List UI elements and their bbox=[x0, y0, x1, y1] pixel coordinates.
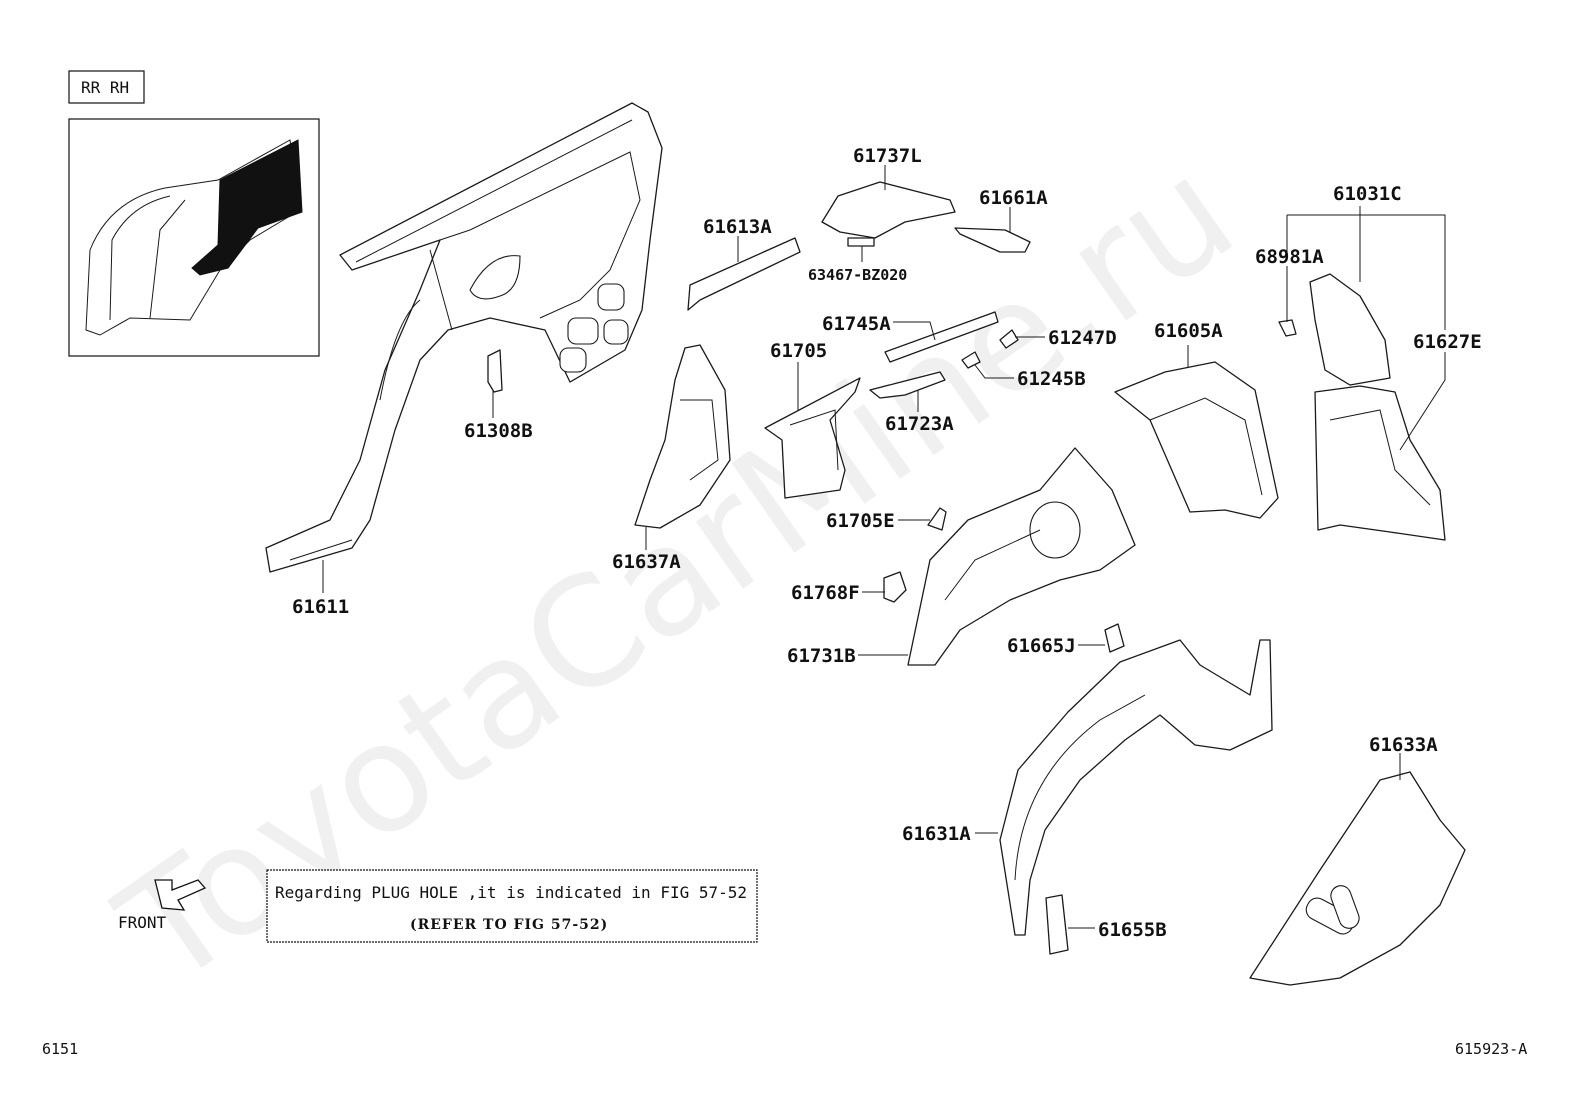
label-61308B: 61308B bbox=[464, 420, 533, 442]
part-61731B-drawing bbox=[907, 447, 1136, 666]
label-61611: 61611 bbox=[292, 596, 349, 618]
plug-hole-note: Regarding PLUG HOLE ,it is indicated in … bbox=[266, 869, 758, 943]
label-61705E: 61705E bbox=[826, 510, 895, 532]
part-61247D-drawing bbox=[999, 329, 1019, 349]
part-61245B-drawing bbox=[961, 351, 981, 369]
locator-inset bbox=[68, 118, 320, 357]
label-61031C: 61031C bbox=[1333, 183, 1402, 205]
front-label: FRONT bbox=[118, 913, 167, 932]
label-61613A: 61613A bbox=[703, 216, 772, 238]
label-63467-BZ020: 63467-BZ020 bbox=[808, 266, 907, 284]
label-61745A: 61745A bbox=[822, 313, 891, 335]
label-61247D: 61247D bbox=[1048, 327, 1117, 349]
part-61655B-drawing bbox=[1045, 894, 1069, 955]
part-61737L-drawing bbox=[821, 181, 956, 239]
part-61611-drawing bbox=[265, 102, 663, 573]
label-68981A: 68981A bbox=[1255, 246, 1324, 268]
part-61633A-drawing bbox=[1249, 771, 1466, 986]
front-arrow: FRONT bbox=[118, 879, 207, 932]
label-61633A: 61633A bbox=[1369, 734, 1438, 756]
part-61665J-drawing bbox=[1104, 623, 1125, 653]
variant-box-text: RR RH bbox=[81, 78, 129, 97]
label-61705: 61705 bbox=[770, 340, 827, 362]
label-61731B: 61731B bbox=[787, 645, 856, 667]
part-61705E-drawing bbox=[927, 507, 947, 531]
part-61031C-drawing bbox=[1309, 273, 1446, 541]
label-61637A: 61637A bbox=[612, 551, 681, 573]
part-68981A-drawing bbox=[1278, 319, 1297, 337]
label-61605A: 61605A bbox=[1154, 320, 1223, 342]
note-line-2: (REFER TO FIG 57-52) bbox=[410, 917, 608, 933]
part-61661A-drawing bbox=[954, 227, 1031, 253]
figure-code: 615923-A bbox=[1455, 1040, 1527, 1058]
leader-lines bbox=[322, 165, 1446, 929]
part-61705-drawing bbox=[764, 377, 861, 499]
part-61637A-drawing bbox=[634, 344, 731, 529]
part-61745A-drawing bbox=[884, 311, 999, 363]
part-61723A-drawing bbox=[869, 371, 946, 399]
label-61245B: 61245B bbox=[1017, 368, 1086, 390]
part-63467-BZ020-drawing bbox=[847, 237, 875, 247]
part-61613A-drawing bbox=[687, 237, 801, 311]
part-61308B-drawing bbox=[487, 349, 503, 393]
note-line-1: Regarding PLUG HOLE ,it is indicated in … bbox=[275, 883, 747, 902]
part-labels: 61611 61308B 61613A 61637A 61737L 63467-… bbox=[292, 145, 1482, 941]
part-61631A-drawing bbox=[999, 639, 1273, 936]
label-61655B: 61655B bbox=[1098, 919, 1167, 941]
page-code: 6151 bbox=[42, 1040, 78, 1058]
label-61665J: 61665J bbox=[1007, 635, 1076, 657]
part-61768F-drawing bbox=[883, 571, 907, 603]
label-61631A: 61631A bbox=[902, 823, 971, 845]
label-61737L: 61737L bbox=[853, 145, 922, 167]
label-61768F: 61768F bbox=[791, 582, 860, 604]
label-61723A: 61723A bbox=[885, 413, 954, 435]
label-61661A: 61661A bbox=[979, 187, 1048, 209]
part-61605A-drawing bbox=[1114, 361, 1279, 519]
variant-box: RR RH bbox=[68, 70, 145, 104]
label-61627E: 61627E bbox=[1413, 331, 1482, 353]
